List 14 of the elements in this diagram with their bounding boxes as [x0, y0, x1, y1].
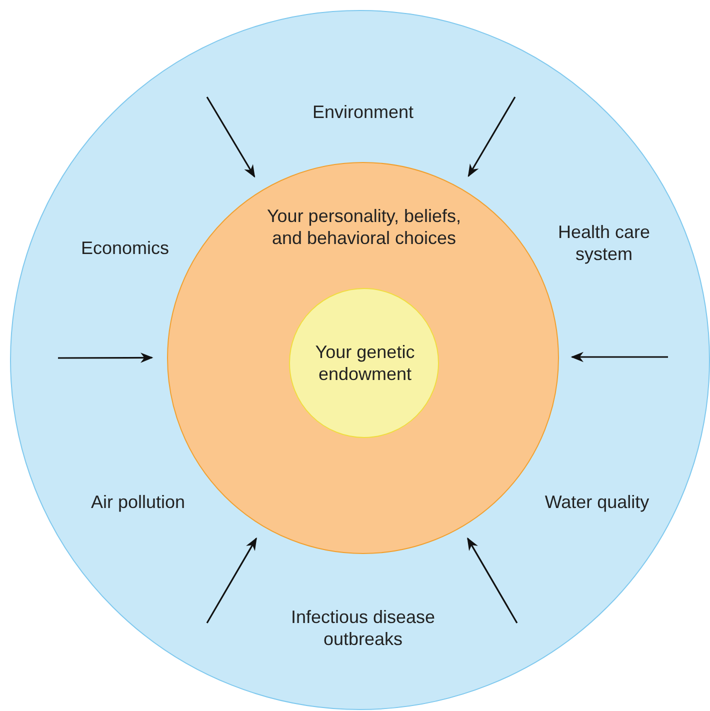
factor-label: Infectious disease outbreaks [290, 606, 436, 650]
arrow [467, 537, 518, 624]
circle-label: Your genetic endowment [314, 341, 416, 385]
arrow [58, 352, 154, 363]
factor-label: Air pollution [90, 491, 186, 513]
arrow [468, 96, 516, 178]
arrow [206, 96, 256, 178]
factor-label: Economics [80, 237, 170, 259]
factor-label: Environment [311, 101, 415, 123]
factor-label: Water quality [544, 491, 650, 513]
circle-label: Your personality, beliefs, and behavioral choices [266, 205, 462, 249]
arrow [570, 352, 668, 362]
arrow [206, 537, 257, 624]
factor-label: Health care system [556, 221, 652, 265]
